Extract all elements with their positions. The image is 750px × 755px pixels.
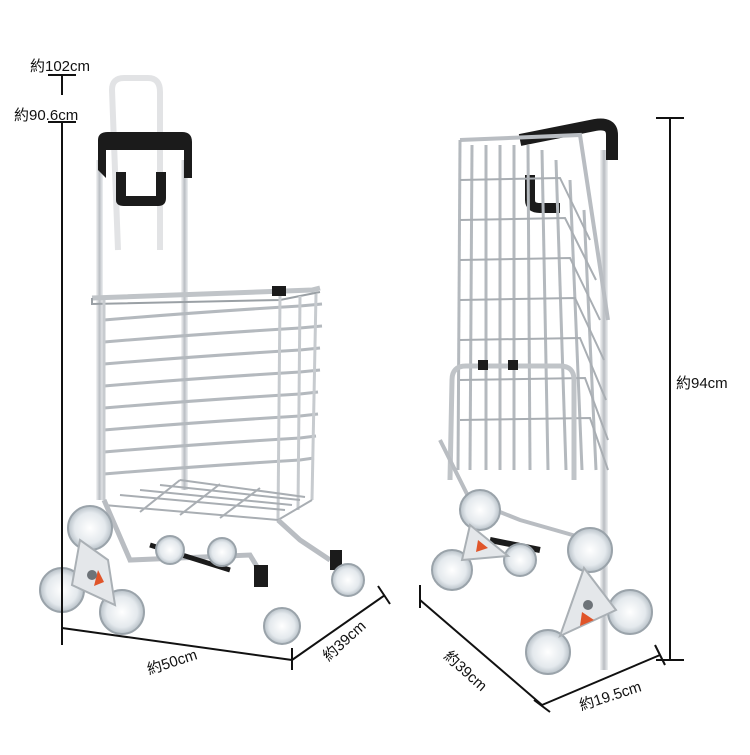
cart-front-view (39, 75, 365, 645)
handle-latch (116, 172, 166, 206)
height-folded-label: 約94cm (676, 375, 728, 392)
height-collapsed-label: 約90.6cm (14, 107, 79, 124)
handle-upright-left (96, 160, 103, 500)
basket-bars (103, 302, 323, 476)
handle-grip (98, 132, 192, 178)
cart-side-view (431, 118, 653, 675)
tri-wheel-left (39, 505, 145, 635)
dimension-lines (48, 74, 684, 713)
ghost-handle (108, 75, 163, 251)
tri-wheel-front (525, 527, 653, 675)
height-extended-label: 約102cm (30, 58, 91, 75)
handle-upright-right (181, 160, 188, 490)
caster-wheels-front (254, 550, 365, 645)
tri-wheel-back (431, 489, 537, 591)
